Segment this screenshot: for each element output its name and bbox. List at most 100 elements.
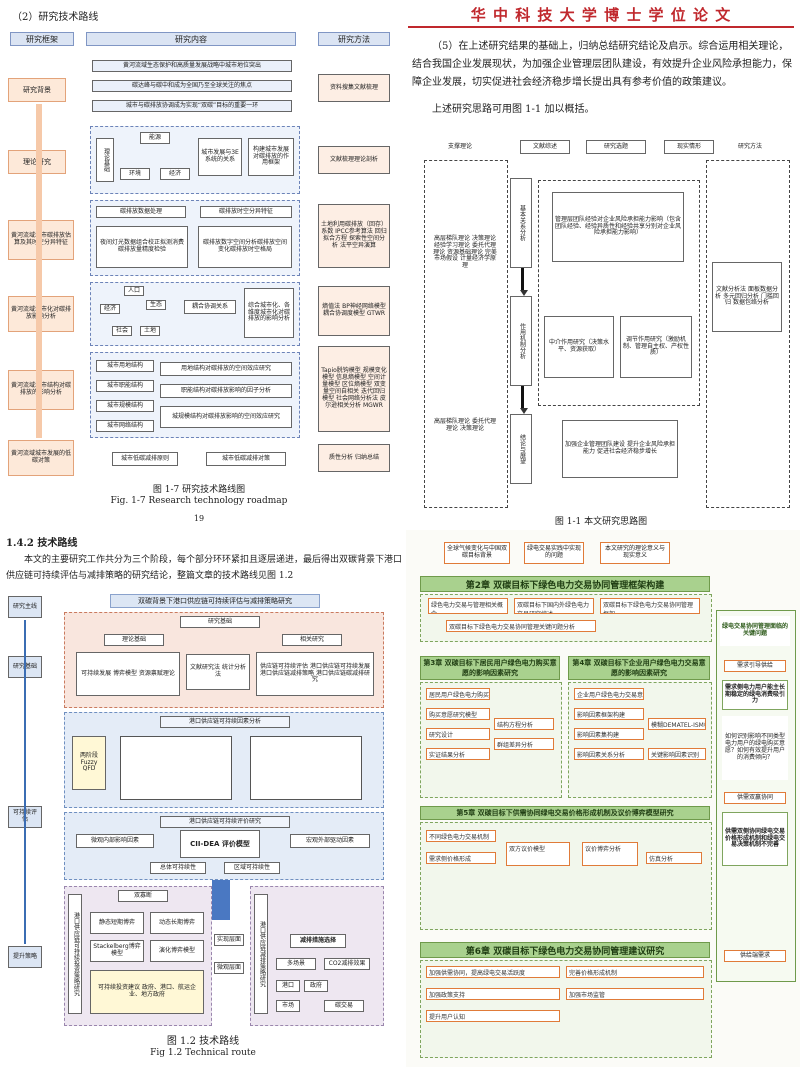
- est-data: 碳排放数据处理: [96, 206, 186, 218]
- label-methods: 研究方法: [720, 140, 780, 154]
- theory-relation: 城市发展与3E系统的关系: [198, 138, 242, 176]
- reduce-select: 减排措施选择: [290, 934, 346, 948]
- ch4-item-1: 企业用户绿色电力交易意愿研究假设: [574, 688, 644, 700]
- label-literature: 文献综述: [520, 140, 570, 154]
- struct-land: 城市用地结构: [96, 360, 154, 372]
- reduce-trade: 碳交易: [324, 1000, 364, 1012]
- right-methods-list: 文献分析法 面板数据分析 多元回归分析 门槛回归 数据包络分析: [712, 262, 782, 332]
- found-theory: 理论基础: [104, 634, 164, 646]
- right-methods-dashed: [706, 160, 790, 508]
- method-3: 土地利用碳排放（回存）系数 IPCC参考算法 回归拟合方程 探索性空间分析 法平…: [318, 204, 390, 268]
- found-related-list: 供应链可持续评估 港口供应链可持续发展 港口供应链减排策略 港口供应链碳减排研究: [256, 652, 374, 696]
- mid-arrow-1: [520, 268, 528, 296]
- ch4-item-4: 模糊DEMATEL-ISM模型: [648, 718, 706, 730]
- theory-energy: 能源: [140, 132, 170, 144]
- left-col-strategy: 提升策略: [8, 946, 42, 968]
- bg-item-2: 碳达峰与碳中和成为全国乃至全球关注的焦点: [92, 80, 292, 92]
- stage-flow-arrow: [36, 104, 42, 438]
- method-1: 资料搜集文献梳理: [318, 74, 390, 102]
- box-end: 加强企业管理团队建设 提升企业风险承担能力 促进社会经济稳步增长: [562, 420, 678, 478]
- panel1-caption-en: Fig. 1-7 Research technology roadmap: [110, 496, 288, 506]
- urb-land: 土地: [140, 326, 160, 336]
- ch3-item-2: 购买意愿研究模型: [426, 708, 490, 720]
- ch5-item-4: 议价博弈分析: [582, 842, 638, 866]
- bg-item-3: 城市与碳排放协调成为实现“双碳”目标的重要一环: [92, 100, 292, 112]
- policy-principle: 城市低碳减排原则: [112, 452, 178, 466]
- found-method-list: 文献研究法 统计分析法: [186, 654, 250, 690]
- method-6: 质性分析 归纳总结: [318, 444, 390, 472]
- cii-title: 港口供应链可持续评价研究: [160, 816, 290, 828]
- urb-soc: 社会: [112, 326, 132, 336]
- left-theory-dashed: [424, 160, 508, 508]
- found-title: 研究基础: [180, 616, 260, 628]
- ch6-item-1: 加强供需协同，提高绿电交易活跃度: [426, 966, 560, 978]
- left-theory-1: 高层梯队理论 决策理论 经验学习理论 委托代理理论 资源基础理论 完美市场假设 …: [430, 208, 500, 298]
- reduce-effect: CO2减排效果: [324, 958, 370, 970]
- ch5-item-5: 仿真分析: [646, 852, 702, 864]
- box-moderation: 调节作用研究（激励机制、管理自主权、产权性质）: [620, 316, 692, 378]
- ch3-item-1: 居民用户绿色电力购买意愿研究假设: [426, 688, 490, 700]
- box-mediation: 中介作用研究（决策水平、资源获取）: [544, 316, 614, 378]
- urb-coupling: 耦合协调关系: [184, 300, 236, 314]
- mid-mechanism: 作用机制分析: [510, 296, 532, 386]
- theory-environment: 环境: [120, 168, 150, 180]
- box-main-effect: 管理层团队经验对企业风险承担能力影响（包含团队经验、经验异质性和经验共享分别对企…: [552, 192, 684, 262]
- right-demand-detail: 如何识别影响不同类型电力用户的绿电购买意愿？如何有效提升用户的消费倾向？: [722, 716, 788, 780]
- panel-technical-route: 1.4.2 技术路线 本文的主要研究工作共分为三个阶段，每个部分环环紧扣且逐层递…: [0, 530, 406, 1067]
- ch6-item-5: 提升用户认知: [426, 1010, 560, 1022]
- ch2-item-1: 绿色电力交易与管理相关概念: [428, 598, 508, 614]
- cii-total: 总体可持续性: [150, 862, 206, 874]
- ch2-item-3: 双碳目标下绿色电力交易协同管理框架: [600, 598, 700, 614]
- ch4-item-5: 影响因素关系分析: [574, 748, 644, 760]
- theory-basis: 理论基础: [96, 138, 114, 182]
- ch6-item-4: 加强市场监管: [566, 988, 704, 1000]
- panel3-heading: 1.4.2 技术路线: [6, 538, 78, 549]
- fuzzy-model: 两阶段 Fuzzy QFD: [72, 736, 106, 790]
- header-rule: [408, 26, 794, 28]
- urb-pop: 人口: [124, 286, 144, 296]
- panel3-paragraph: 本文的主要研究工作共分为三个阶段，每个部分环环紧扣且逐层递进，最后得出双碳背景下…: [6, 555, 403, 581]
- bg-item-1: 黄河流域生态保护和高质量发展战略中城市地位突出: [92, 60, 292, 72]
- ch5-item-2: 需求侧价格形成: [426, 852, 496, 864]
- game-stackelberg: Stackelberg博弈模型: [90, 940, 144, 962]
- est-method-a: 夜间灯光数据组合校正拟测消费碳排放量精度检验: [96, 226, 188, 268]
- game-title: 双寡断: [118, 890, 168, 902]
- reduce-gov: 政府: [304, 980, 328, 992]
- reduce-market: 市场: [276, 1000, 300, 1012]
- paragraph-summary: 上述研究思路可用图 1-1 加以概括。: [432, 104, 595, 115]
- route-title-bar: 双碳背景下港口供应链可持续评估与减排策略研究: [110, 594, 320, 608]
- cii-left: 微观内部影响因素: [76, 834, 154, 848]
- right-supply-end: 供给端需求: [724, 950, 786, 962]
- left-col-line: [24, 620, 26, 944]
- theory-economy: 经济: [160, 168, 190, 180]
- main-dashed-area: [538, 180, 700, 406]
- reduce-scenario: 多场景: [276, 958, 316, 970]
- panel3-caption-en: Fig 1.2 Technical route: [150, 1048, 256, 1058]
- ch4-area: [568, 682, 712, 798]
- ch2-item-4: 双碳目标下绿色电力交易协同管理关键问题分析: [446, 620, 596, 632]
- ch3-bar: 第3章 双碳目标下居民用户绿色电力购买意愿的影响因素研究: [420, 656, 560, 680]
- ch4-item-6: 关键影响因素识别: [648, 748, 706, 760]
- est-method-b: 碳排放数字空间分析碳排放空间变化碳排放时空格局: [198, 226, 292, 268]
- mid-basic-relation: 基本关系分析: [510, 178, 532, 268]
- ch4-item-3: 影响因素集构建: [574, 728, 644, 740]
- panel3-caption-cn: 图 1.2 技术路线: [166, 1036, 240, 1047]
- col-header-content: 研究内容: [86, 32, 296, 46]
- split-arrow: [212, 880, 230, 920]
- ch3-item-5: 结构方程分析: [494, 718, 554, 730]
- urb-eco: 生态: [146, 300, 166, 310]
- ch2-item-2: 双碳目标下国内外绿色电力交易研究综述: [514, 598, 594, 614]
- right-demand: 需求引导供给: [724, 660, 786, 672]
- label-reality: 现实情形: [664, 140, 714, 154]
- cii-regional: 区域可持续性: [224, 862, 280, 874]
- panel2-caption: 图 1-1 本文研究思路图: [554, 517, 648, 527]
- label-topic: 研究选题: [586, 140, 646, 154]
- left-col-main: 研究主线: [8, 596, 42, 618]
- stage-policy: 黄河流域城市发展的低碳对策: [8, 440, 74, 476]
- found-theory-list: 可持续发展 博弈模型 资源禀赋理论: [76, 652, 180, 696]
- col-header-method: 研究方法: [318, 32, 390, 46]
- ch3-item-3: 研究设计: [426, 728, 490, 740]
- ch2-bar: 第2章 双碳目标下绿色电力交易协同管理框架构建: [420, 576, 710, 592]
- struct-effect-1: 用地结构对碳排放的空间效应研究: [160, 362, 292, 376]
- est-feature: 碳排放时空分异特征: [200, 206, 292, 218]
